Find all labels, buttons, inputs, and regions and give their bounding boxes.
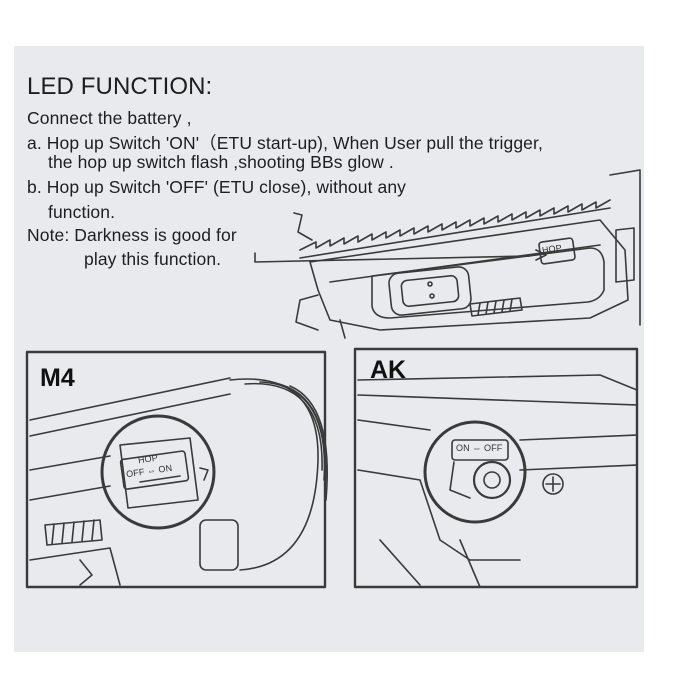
ak-illustration (353, 347, 639, 589)
instruction-line-4: b. Hop up Switch 'OFF' (ETU close), with… (27, 177, 407, 197)
section-title: LED FUNCTION: (27, 73, 213, 100)
instruction-line-3: the hop up switch flash ,shooting BBs gl… (48, 152, 394, 172)
ak-switch-label: ON ⇔ OFF (456, 443, 503, 453)
instruction-line-5: function. (48, 202, 116, 222)
instruction-line-7: play this function. (84, 249, 222, 269)
m4-illustration (25, 350, 329, 589)
instruction-line-2: a. Hop up Switch 'ON'（ETU start-up), Whe… (27, 133, 543, 153)
instruction-line-6: Note: Darkness is good for (27, 225, 237, 245)
ak-frame (353, 347, 639, 589)
ak-label: AK (370, 356, 407, 384)
top-gun-illustration (254, 169, 641, 339)
m4-label: M4 (40, 364, 75, 392)
instruction-line-1: Connect the battery , (27, 108, 192, 128)
